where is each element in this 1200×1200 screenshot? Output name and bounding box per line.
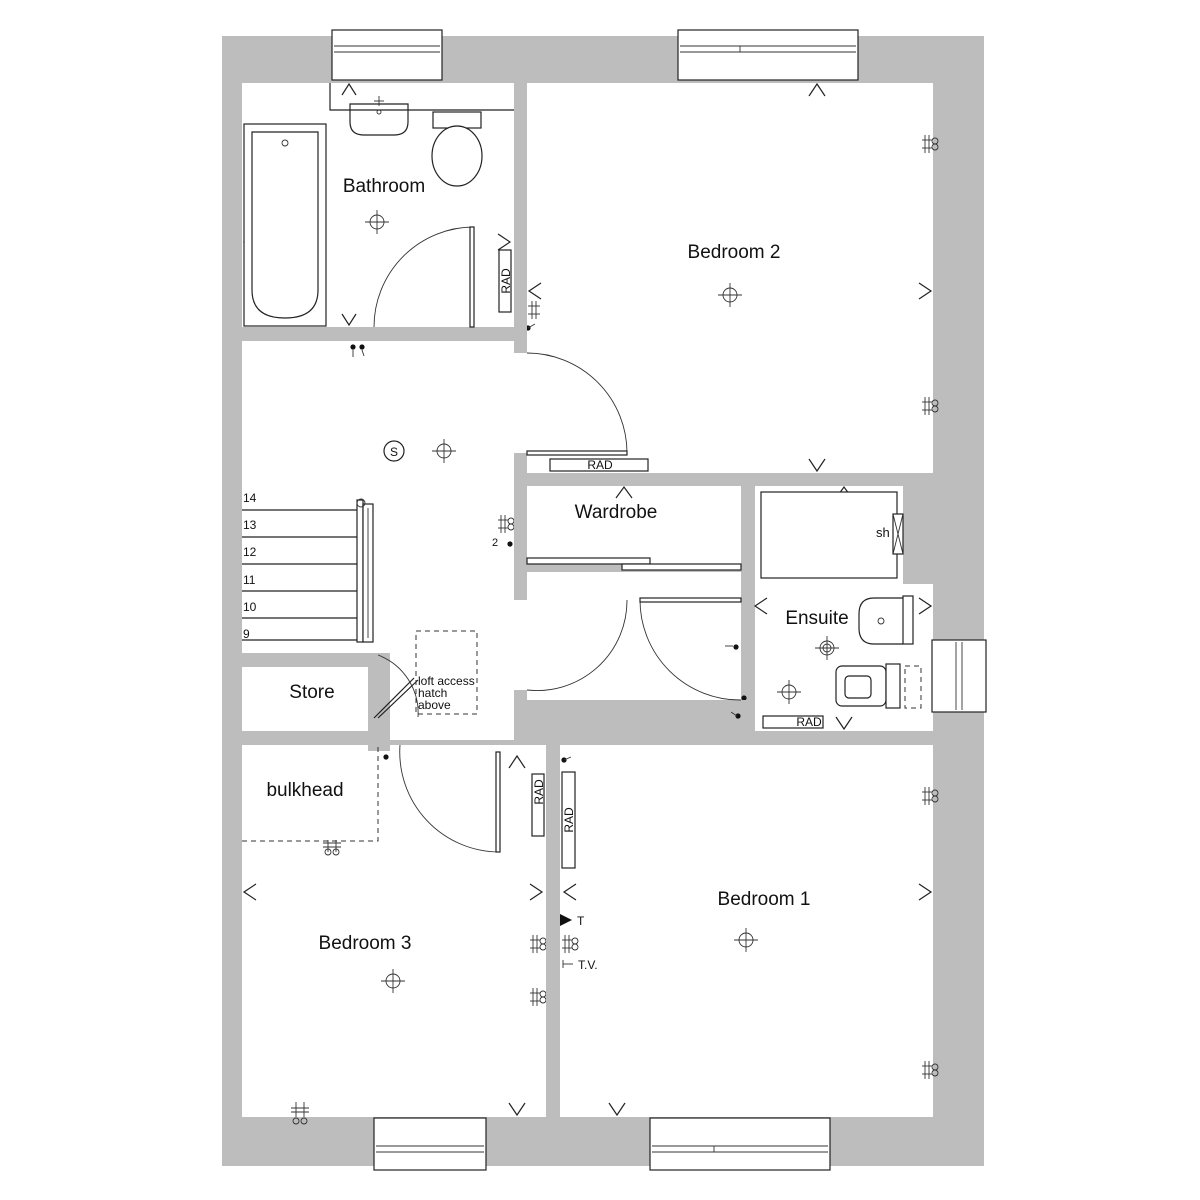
room-label-bedroom3: Bedroom 3 bbox=[319, 933, 412, 954]
ensuite-basin bbox=[858, 595, 914, 645]
door-store bbox=[373, 654, 419, 719]
landing-link-floor bbox=[514, 600, 527, 690]
opening-chevrons bbox=[242, 82, 933, 1117]
loft-note-line1: loft access bbox=[418, 674, 475, 688]
store-floor bbox=[242, 667, 368, 731]
corridor-floor bbox=[527, 572, 741, 700]
ensuite-wc bbox=[835, 663, 922, 709]
room-label-bedroom2: Bedroom 2 bbox=[688, 242, 781, 263]
landing-core-floor bbox=[514, 353, 527, 453]
radiator-label: RAD bbox=[499, 268, 513, 294]
power-sockets bbox=[291, 135, 939, 1125]
wardrobe-floor bbox=[527, 486, 741, 564]
shower-tray bbox=[760, 491, 904, 579]
door-ensuite bbox=[639, 597, 742, 701]
staircase bbox=[242, 498, 374, 643]
room-label-wardrobe: Wardrobe bbox=[575, 502, 658, 523]
stair-step-number: 12 bbox=[243, 545, 257, 559]
window-ensuite bbox=[931, 639, 987, 713]
smoke-detector-icon: S bbox=[383, 440, 405, 462]
loft-note-line2: hatch bbox=[418, 686, 447, 700]
thermostat-label: T bbox=[577, 914, 585, 928]
window-bathroom bbox=[331, 29, 443, 81]
stair-step-number: 14 bbox=[243, 491, 257, 505]
room-label-bathroom: Bathroom bbox=[343, 176, 425, 197]
door-bedroom2 bbox=[526, 352, 628, 456]
bathroom-wc bbox=[431, 111, 483, 187]
room-label-ensuite: Ensuite bbox=[785, 608, 848, 629]
room-label-bulkhead: bulkhead bbox=[266, 780, 343, 801]
thermostat-icon bbox=[560, 914, 572, 926]
switch-count-label: 2 bbox=[492, 537, 498, 549]
radiator-bedroom3: RAD bbox=[531, 773, 546, 837]
window-bedroom1 bbox=[649, 1117, 831, 1171]
corridor-lower-floor bbox=[390, 600, 514, 740]
window-bedroom2 bbox=[677, 29, 859, 81]
radiator-label: RAD bbox=[562, 807, 576, 833]
smoke-detector-label: S bbox=[390, 445, 398, 459]
shower-label: sh bbox=[876, 525, 890, 540]
door-landing bbox=[526, 599, 628, 691]
room-label-store: Store bbox=[289, 682, 334, 703]
bedroom2-floor bbox=[527, 83, 933, 473]
door-wardrobe-sliding bbox=[526, 557, 742, 571]
radiator-label: RAD bbox=[587, 458, 613, 472]
stair-step-number: 9 bbox=[243, 627, 250, 641]
loft-hatch bbox=[415, 630, 478, 715]
radiator-label: RAD bbox=[796, 715, 822, 729]
radiator-bathroom: RAD bbox=[498, 249, 513, 313]
bedroom1-floor bbox=[560, 745, 933, 1117]
radiator-landing: RAD bbox=[549, 458, 649, 472]
loft-note-line3: above bbox=[418, 698, 451, 712]
bath bbox=[243, 123, 327, 327]
bathroom-basin bbox=[329, 83, 514, 136]
radiator-bedroom1: RAD bbox=[561, 771, 576, 869]
room-label-bedroom1: Bedroom 1 bbox=[718, 889, 811, 910]
door-bedroom3 bbox=[399, 744, 501, 853]
bedroom3-floor bbox=[242, 745, 546, 1117]
door-bathroom bbox=[373, 226, 475, 328]
stair-step-number: 13 bbox=[243, 518, 257, 532]
radiator-ensuite: RAD bbox=[762, 715, 824, 729]
tv-point-label: T.V. bbox=[578, 958, 598, 972]
window-bedroom3 bbox=[373, 1117, 487, 1171]
bulkhead-outline bbox=[242, 745, 379, 842]
stair-step-number: 11 bbox=[243, 573, 256, 587]
radiator-label: RAD bbox=[532, 779, 546, 805]
stair-step-number: 10 bbox=[243, 600, 257, 614]
